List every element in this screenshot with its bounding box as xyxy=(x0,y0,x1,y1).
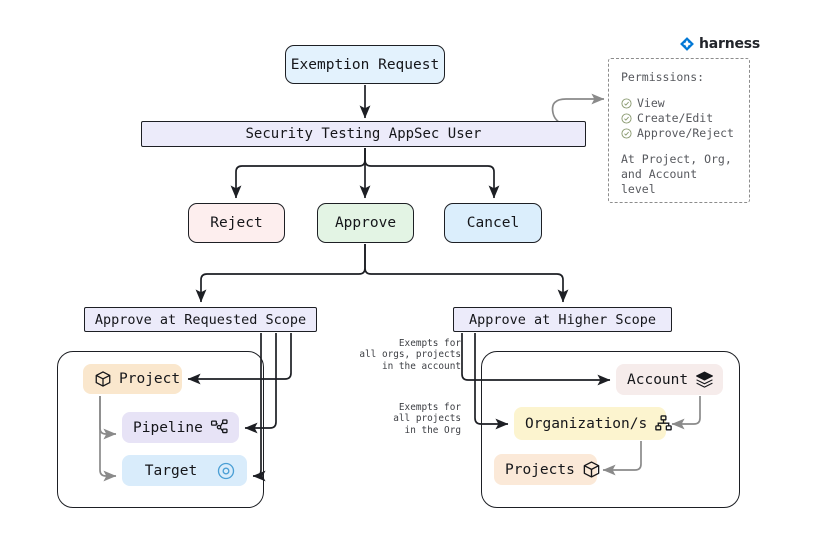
node-label: Target xyxy=(144,462,198,479)
node-label: Exemption Request xyxy=(290,56,440,73)
permission-label: Approve/Reject xyxy=(637,126,734,140)
check-circle-icon xyxy=(621,128,632,139)
node-cancel[interactable]: Cancel xyxy=(444,203,542,243)
node-approve-at-higher-scope[interactable]: Approve at Higher Scope xyxy=(453,307,672,332)
layers-icon xyxy=(695,370,714,389)
node-label: Account xyxy=(627,371,689,388)
harness-diamond-icon xyxy=(679,36,695,52)
cube-icon xyxy=(582,460,601,479)
permission-item-view: View xyxy=(621,96,737,111)
harness-wordmark: harness xyxy=(699,36,761,52)
node-projects[interactable]: Projects xyxy=(494,454,600,485)
node-label: Reject xyxy=(210,215,263,231)
permissions-title: Permissions: xyxy=(621,70,705,84)
permission-label: View xyxy=(637,96,665,110)
node-appsec-user[interactable]: Security Testing AppSec User xyxy=(141,121,586,147)
node-label: Approve xyxy=(334,215,397,231)
node-approve-at-requested-scope[interactable]: Approve at Requested Scope xyxy=(84,307,317,332)
node-label: Projects xyxy=(505,461,575,478)
permissions-footer-line2: and Account level xyxy=(621,167,698,196)
permissions-panel: Permissions: View Create/Edit Approve/Re… xyxy=(608,58,750,203)
cube-icon xyxy=(94,370,112,388)
node-label: Pipeline xyxy=(133,419,203,436)
harness-logo: harness xyxy=(679,36,760,52)
node-reject[interactable]: Reject xyxy=(188,203,285,243)
node-label: Cancel xyxy=(466,215,520,231)
target-circle-icon xyxy=(216,461,236,481)
node-label: Security Testing AppSec User xyxy=(245,126,482,142)
node-approve[interactable]: Approve xyxy=(317,203,414,243)
edge-label-account-exempt: Exempts for all orgs, projects in the ac… xyxy=(359,338,461,372)
node-exemption-request[interactable]: Exemption Request xyxy=(285,45,445,84)
permissions-footer-line1: At Project, Org, xyxy=(621,152,732,166)
node-account[interactable]: Account xyxy=(616,364,723,395)
node-project[interactable]: Project xyxy=(83,364,182,394)
permission-item-create-edit: Create/Edit xyxy=(621,111,737,126)
requested-scope-group xyxy=(57,351,264,508)
node-label: Approve at Higher Scope xyxy=(469,311,656,328)
node-label: Approve at Requested Scope xyxy=(94,311,307,328)
node-label: Organization/s xyxy=(525,415,648,432)
permission-label: Create/Edit xyxy=(637,111,714,125)
higher-scope-group xyxy=(481,351,740,508)
node-target[interactable]: Target xyxy=(122,455,247,486)
node-pipeline[interactable]: Pipeline xyxy=(122,412,239,443)
node-label: Project xyxy=(119,371,181,387)
org-chart-icon xyxy=(654,414,673,433)
node-organizations[interactable]: Organization/s xyxy=(514,407,672,440)
edge-label-org-exempt: Exempts for all projects in the Org xyxy=(393,402,461,436)
check-circle-icon xyxy=(621,113,632,124)
pipeline-nodes-icon xyxy=(210,418,229,437)
permission-item-approve-reject: Approve/Reject xyxy=(621,126,737,141)
check-circle-icon xyxy=(621,98,632,109)
